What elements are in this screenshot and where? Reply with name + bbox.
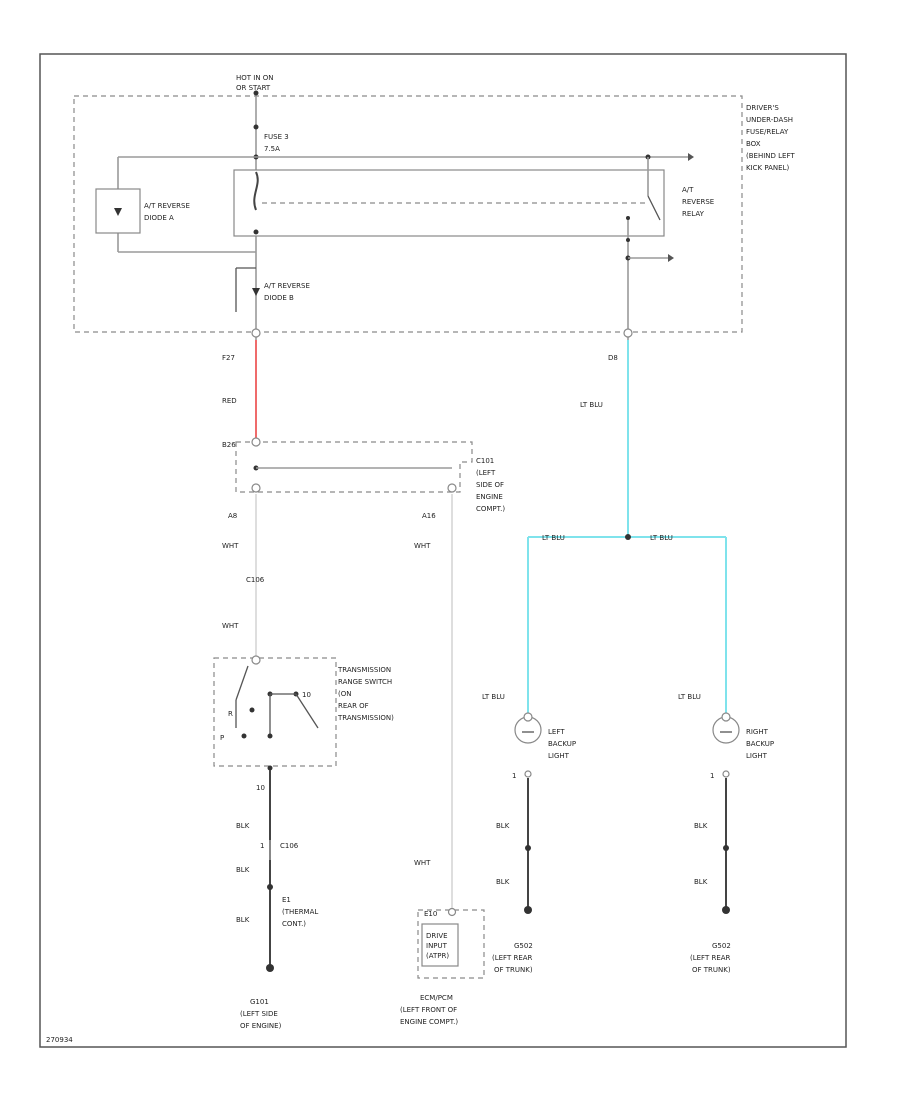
label-e1-2: (THERMAL [282,908,318,916]
label-right-lamp-2: BACKUP [746,740,774,748]
label-relay-2: REVERSE [682,198,714,206]
label-trs-sw: 10 [302,691,311,699]
label-left-lamp-2: BACKUP [548,740,576,748]
relay-box [233,169,665,237]
label-g502-r-3: OF TRUNK) [692,966,731,974]
label-ecm-2: (LEFT FRONT OF [400,1006,457,1014]
label-blk-2: BLK [236,866,250,874]
label-relay-1: A/T [682,186,694,194]
label-pin-b26: B26 [222,441,236,449]
label-ecm-3: ENGINE COMPT.) [400,1018,458,1026]
label-fuse-box-1: DRIVER'S [746,104,779,112]
label-g502-r-1: G502 [712,942,731,950]
label-wht-4: WHT [414,859,431,867]
label-g101-3: OF ENGINE) [240,1022,282,1030]
label-g502-r-2: (LEFT REAR [690,954,731,962]
label-trs-5: TRANSMISSION) [337,714,394,722]
label-pin-a8: A8 [228,512,237,520]
label-c106-bot: C106 [280,842,299,850]
label-pin-f27: F27 [222,354,235,362]
label-trs-r: R [228,710,233,718]
label-fuse-box-4: BOX [746,140,761,148]
label-e1-1: E1 [282,896,291,904]
label-g502-l-3: OF TRUNK) [494,966,533,974]
label-ecm-1: ECM/PCM [420,994,453,1002]
label-c106-top: C106 [246,576,265,584]
label-diode-a-2: DIODE A [144,214,174,222]
label-right-lamp-3: LIGHT [746,752,768,760]
label-g502-l-1: G502 [514,942,533,950]
footer-id: 270934 [46,1036,73,1044]
label-pin-r1: 1 [710,772,714,780]
label-c101-2: (LEFT [476,469,496,477]
label-pin-l1: 1 [512,772,516,780]
label-blk-l2: BLK [496,878,510,886]
label-hot-in-run-1: HOT IN ON [236,74,274,82]
label-pin-d8: D8 [608,354,618,362]
label-g101-1: G101 [250,998,269,1006]
label-hot-in-run-2: OR START [236,84,271,92]
label-g502-l-2: (LEFT REAR [492,954,533,962]
label-ecm-box-1: DRIVE [426,932,448,940]
label-lt-blu-left-branch: LT BLU [542,534,565,542]
label-ecm-box-3: (ATPR) [426,952,449,960]
transmission-range-switch-outline [213,657,337,767]
label-c101-5: COMPT.) [476,505,505,513]
label-fuse-2: 7.5A [264,145,280,153]
label-blk-3: BLK [236,916,250,924]
label-fuse-box-5: (BEHIND LEFT [746,152,795,160]
diagram-border [39,53,847,1048]
label-lt-blu-right-branch: LT BLU [650,534,673,542]
label-diode-b-1: A/T REVERSE [264,282,310,290]
label-lt-blu-left-lamp: LT BLU [482,693,505,701]
label-trs-3: (ON [338,690,351,698]
fuse-relay-box-outline [73,95,743,333]
label-fuse-box-6: KICK PANEL) [746,164,789,172]
label-right-lamp-1: RIGHT [746,728,769,736]
label-fuse-box-2: UNDER-DASH [746,116,793,124]
label-wht-2: WHT [414,542,431,550]
label-blk-r2: BLK [694,878,708,886]
label-ecm-pin: E10 [424,910,437,918]
label-blk-1: BLK [236,822,250,830]
label-wht-1: WHT [222,542,239,550]
label-c101-4: ENGINE [476,493,503,501]
label-c101-1: C101 [476,457,494,465]
label-diode-b-2: DIODE B [264,294,294,302]
label-fuse-box-3: FUSE/RELAY [746,128,789,136]
label-trs-4: REAR OF [338,702,369,710]
label-pin-10: 10 [256,784,265,792]
label-wht-3: WHT [222,622,239,630]
label-lt-blu-main: LT BLU [580,401,603,409]
label-ecm-box-2: INPUT [426,942,448,950]
label-e1-3: CONT.) [282,920,306,928]
label-pin-1: 1 [260,842,264,850]
label-left-lamp-1: LEFT [548,728,565,736]
label-red: RED [222,397,237,405]
label-pin-a16: A16 [422,512,436,520]
label-left-lamp-3: LIGHT [548,752,570,760]
ecm-pcm-outline [417,909,485,979]
label-g101-2: (LEFT SIDE [240,1010,278,1018]
label-trs-1: TRANSMISSION [337,666,391,674]
label-trs-2: RANGE SWITCH [338,678,392,686]
label-fuse-1: FUSE 3 [264,133,289,141]
label-c101-3: SIDE OF [476,481,504,489]
label-diode-a-1: A/T REVERSE [144,202,190,210]
label-blk-l1: BLK [496,822,510,830]
label-trs-p: P [220,734,224,742]
label-blk-r1: BLK [694,822,708,830]
label-relay-3: RELAY [682,210,705,218]
label-lt-blu-right-lamp: LT BLU [678,693,701,701]
